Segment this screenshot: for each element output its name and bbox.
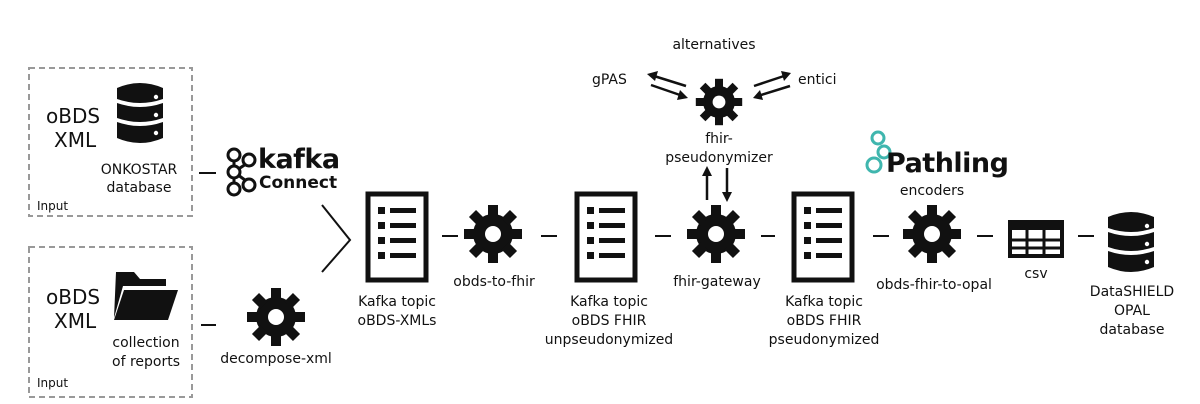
gpas-label: gPAS: [592, 72, 627, 88]
onkostar-label-line2: database: [106, 180, 172, 196]
source-label-top-line1: oBDS: [46, 104, 101, 128]
exchange-arrows-vertical: [702, 166, 732, 202]
connect-logo-word: Connect: [259, 173, 338, 193]
kafka-topic-unpseudonymized-icon: [577, 194, 635, 280]
topic2-label-line2: oBDS FHIR: [571, 313, 647, 329]
decompose-xml-gear-icon: [247, 288, 305, 346]
input-box-bottom: [28, 246, 193, 398]
source-label-top-line2: XML: [54, 128, 97, 152]
pathling-logo-word: Pathling: [886, 148, 1009, 179]
topic1-label-line1: Kafka topic: [358, 294, 436, 310]
merge-chevron: [321, 204, 352, 273]
reports-label-line2: of reports: [112, 354, 180, 370]
topic3-label-line1: Kafka topic: [785, 294, 863, 310]
topic1-label-line2: oBDS-XMLs: [357, 313, 437, 329]
onkostar-label-line1: ONKOSTAR: [100, 162, 178, 178]
folder-icon: [114, 272, 178, 320]
input-box-top: [28, 67, 193, 217]
kafka-logo-icon: [226, 147, 257, 197]
topic3-label-line2: oBDS FHIR: [786, 313, 862, 329]
reports-label-line1: collection: [112, 335, 180, 351]
obds-to-fhir-label: obds-to-fhir: [453, 274, 535, 290]
fhir-pseudonymizer-gear-icon: [695, 78, 743, 126]
source-label-bottom-line2: XML: [54, 309, 97, 333]
csv-table-icon: [1008, 220, 1064, 258]
alternatives-label: alternatives: [672, 37, 756, 53]
kafka-topic-pseudonymized-icon: [794, 194, 852, 280]
input-label-bottom: Input: [37, 376, 69, 390]
input-label-top: Input: [37, 199, 69, 213]
topic2-label-line1: Kafka topic: [570, 294, 648, 310]
datashield-label-line3: database: [1099, 322, 1165, 338]
pathling-encoders-label: encoders: [899, 183, 965, 199]
source-label-bottom-line1: oBDS: [46, 285, 101, 309]
obds-to-fhir-gear-icon: [464, 205, 522, 263]
topic3-label-line3: pseudonymized: [768, 332, 880, 348]
datashield-label-line2: OPAL: [1114, 303, 1150, 319]
exchange-arrows-entici: [753, 71, 791, 100]
fhir-gateway-label: fhir-gateway: [673, 274, 761, 290]
fhir-gateway-gear-icon: [687, 205, 745, 263]
exchange-arrows-gpas: [647, 71, 688, 100]
obds-fhir-to-opal-gear-icon: [903, 205, 961, 263]
datashield-label-line1: DataSHIELD: [1089, 284, 1175, 300]
kafka-topic-obds-xmls-icon: [368, 194, 426, 280]
pseudonymizer-label-line2: pseudonymizer: [665, 150, 773, 166]
topic2-label-line3: unpseudonymized: [544, 332, 674, 348]
datashield-database-icon: [1108, 212, 1154, 272]
pseudonymizer-label-line1: fhir-: [705, 131, 733, 147]
entici-label: entici: [798, 72, 837, 88]
kafka-logo-word: kafka: [258, 144, 340, 175]
pathling-logo-icon: [865, 130, 892, 174]
csv-label: csv: [1024, 266, 1048, 282]
obds-fhir-to-opal-label: obds-fhir-to-opal: [876, 277, 992, 293]
onkostar-database-icon: [117, 83, 163, 143]
decompose-xml-label: decompose-xml: [220, 351, 332, 367]
